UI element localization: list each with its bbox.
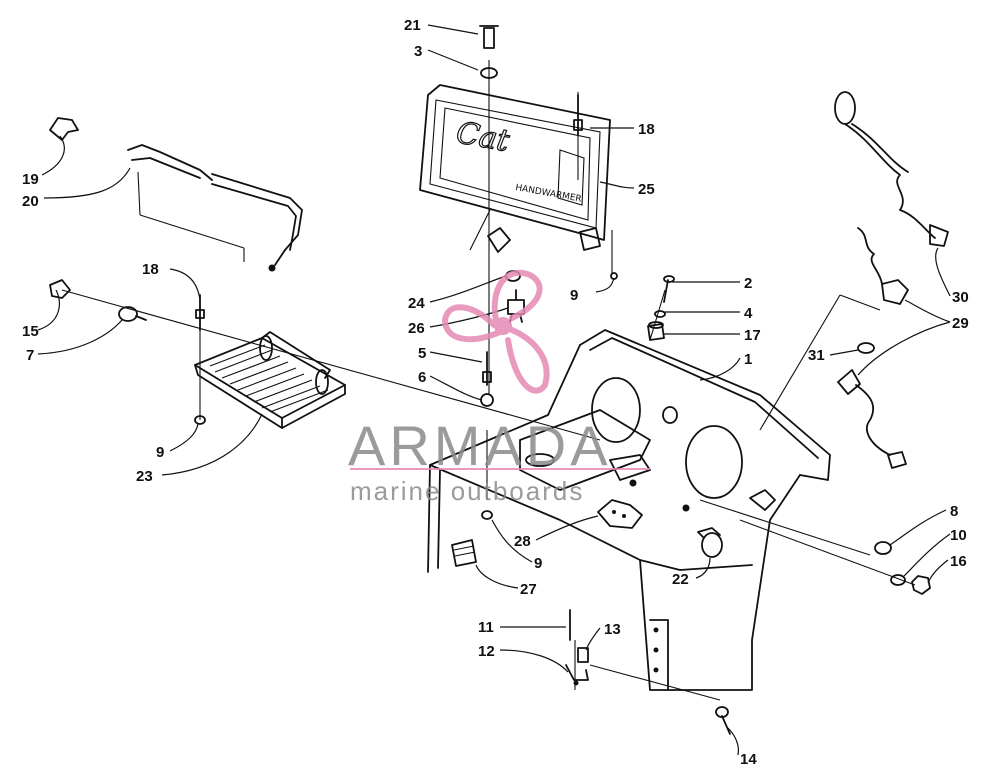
callout-leaders	[37, 24, 951, 756]
clip-part-9-left	[194, 415, 206, 425]
svg-text:HANDWARMER: HANDWARMER	[514, 183, 582, 205]
clip-part-13	[577, 647, 589, 663]
callout-label: 8	[950, 503, 958, 520]
svg-text:Cat: Cat	[454, 115, 513, 159]
callout-label: 19	[22, 171, 39, 188]
lamp-part-22	[697, 527, 723, 558]
bolt-part-5	[482, 351, 492, 386]
tether-switch-part-29	[837, 227, 909, 469]
foam-pad-part-28	[597, 499, 643, 529]
switch-cable-part-20	[127, 144, 303, 272]
callout-label: 9	[534, 555, 542, 572]
propeller-logo-icon	[441, 269, 550, 394]
screw-part-2	[663, 275, 675, 303]
callout-labels: 21 3 18 25 19 20 2 9 4 24 17 26 1 18 15 …	[22, 17, 969, 768]
callout-label: 28	[514, 533, 531, 550]
callout-label: 18	[142, 261, 159, 278]
callout-label: 12	[478, 643, 495, 660]
callout-label: 25	[638, 181, 655, 198]
callout-label: 24	[408, 295, 425, 312]
nameplate-panel: Cat HANDWARMER	[419, 84, 611, 241]
washer-part-4	[654, 310, 666, 318]
block-part-27	[451, 539, 477, 567]
bolt-part-14	[715, 706, 731, 735]
callout-label: 17	[744, 327, 761, 344]
armada-watermark: ARMADA marine outboards	[348, 269, 650, 506]
callout-label: 3	[414, 43, 422, 60]
callout-label: 15	[22, 323, 39, 340]
callout-label: 10	[950, 527, 967, 544]
callout-label: 30	[952, 289, 969, 306]
washer-part-10	[890, 574, 906, 586]
callout-label: 22	[672, 571, 689, 588]
callout-label: 16	[950, 553, 967, 570]
watermark-rule	[350, 468, 650, 470]
nut-part-8	[874, 541, 892, 555]
washer-part-3	[480, 67, 498, 79]
grommet-part-17	[647, 321, 665, 341]
callout-label: 2	[744, 275, 752, 292]
watermark-brand: ARMADA	[348, 414, 612, 477]
nut-part-31	[857, 342, 875, 354]
screw-part-21	[479, 25, 499, 49]
nut-part-16	[911, 575, 931, 595]
callout-label: 27	[520, 581, 537, 598]
callout-label: 13	[604, 621, 621, 638]
bushing-part-7	[118, 306, 147, 322]
lanyard-cord-part-30	[834, 91, 949, 247]
knob-part-15	[49, 279, 71, 299]
callout-label: 21	[404, 17, 421, 34]
callout-label: 31	[808, 347, 825, 364]
stud-part-18-top	[573, 94, 583, 136]
watermark-tagline: marine outboards	[350, 476, 584, 506]
grille-plate-part-23	[194, 331, 346, 429]
callout-label: 9	[156, 444, 164, 461]
callout-label: 7	[26, 347, 34, 364]
callout-label: 29	[952, 315, 969, 332]
dash-console-part-1	[427, 329, 831, 691]
callout-label: 5	[418, 345, 426, 362]
callout-label: 23	[136, 468, 153, 485]
bracket-part-12	[565, 664, 589, 686]
clip-part-9-top	[487, 227, 618, 280]
callout-label: 20	[22, 193, 39, 210]
callout-label: 26	[408, 320, 425, 337]
callout-label: 4	[744, 305, 753, 322]
callout-label: 11	[478, 619, 494, 636]
clip-part-9-bottom	[481, 510, 493, 520]
callout-label: 14	[740, 751, 757, 768]
callout-label: 1	[744, 351, 752, 368]
stud-part-18-left	[195, 294, 205, 331]
ignition-switch-part-19	[49, 117, 79, 141]
callout-label: 9	[570, 287, 578, 304]
callout-label: 6	[418, 369, 426, 386]
callout-label: 18	[638, 121, 655, 138]
nut-part-6	[480, 393, 494, 407]
